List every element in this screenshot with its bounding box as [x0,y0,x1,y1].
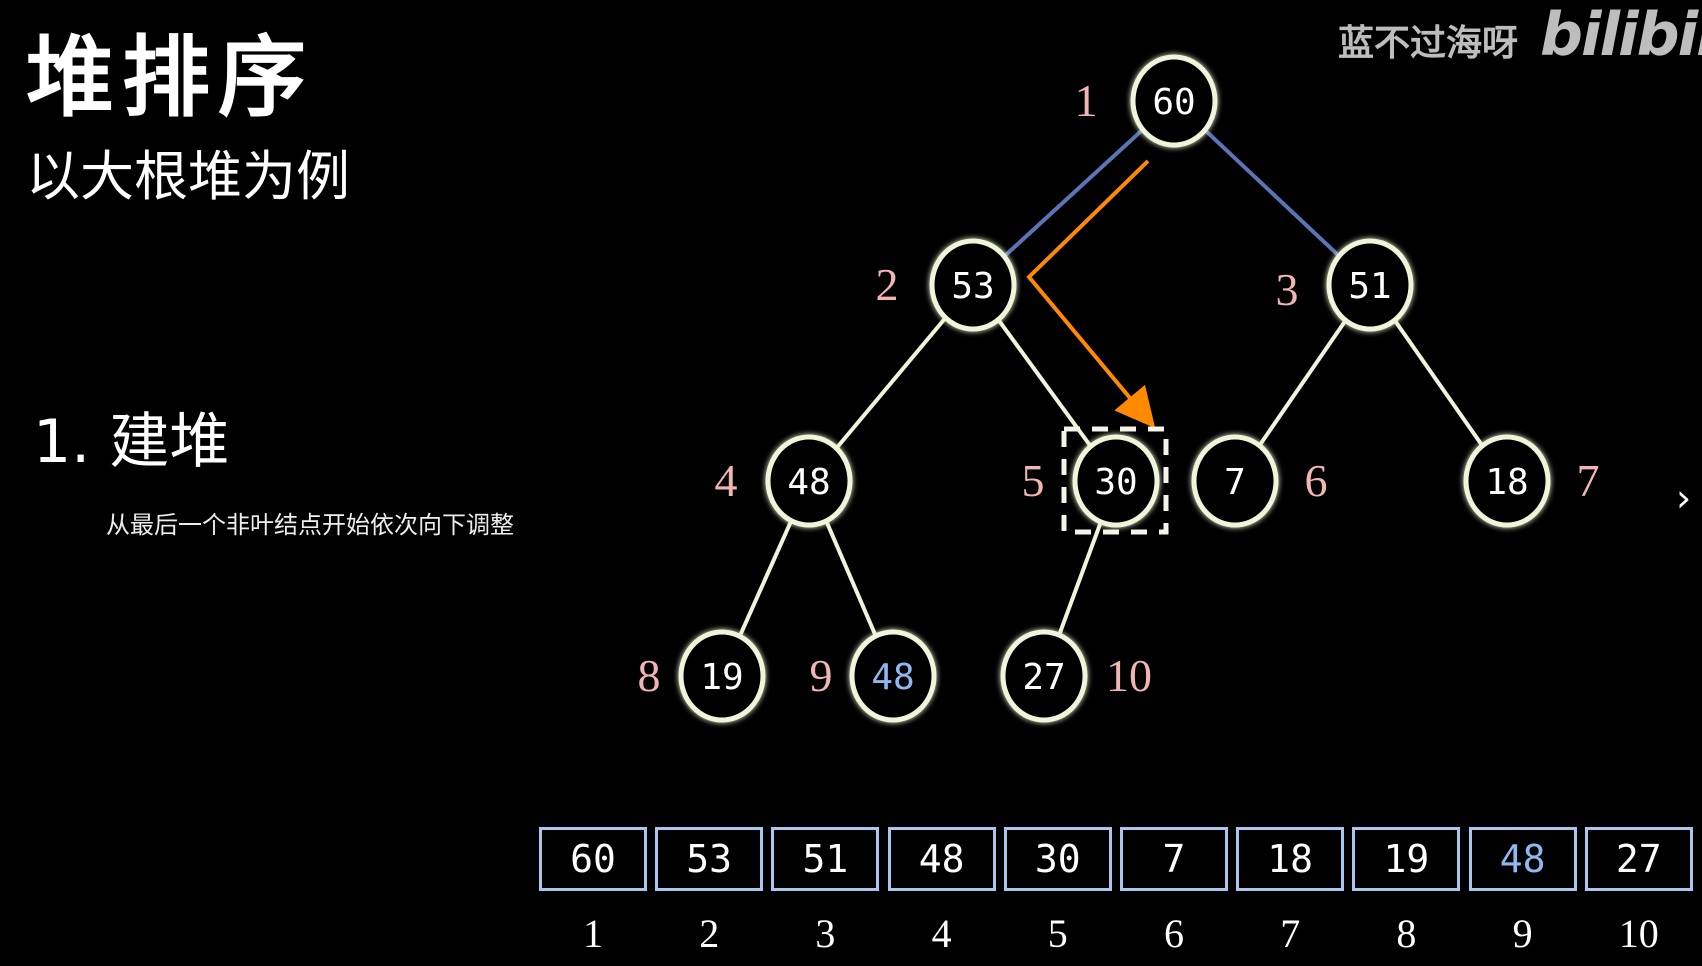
node-circle [678,629,766,723]
node-value: 48 [787,462,830,503]
array-cell: 53 [655,827,764,891]
node-circle [1326,238,1414,332]
node-index-label: 8 [638,650,661,701]
node-value: 18 [1485,462,1528,503]
array-cell: 48 [1468,827,1577,891]
tree-node: 48 4 [715,434,853,528]
tree-node: 48 9 [810,629,937,723]
tree-node: 30 5 [1022,434,1160,528]
node-value: 27 [1022,657,1065,698]
array-cell: 60 [539,827,647,891]
node-index-label: 9 [810,650,833,701]
step-description: 从最后一个非叶结点开始依次向下调整 [106,511,514,539]
node-value: 48 [871,657,914,698]
node-index-label: 7 [1577,455,1600,506]
selected-node-dashed-box [1061,426,1169,535]
array-index: 10 [1618,911,1659,956]
node-circle [1130,54,1218,148]
tree-node: 60 1 [1075,54,1218,148]
page-subtitle: 以大根堆为例 [26,145,350,208]
node-index-label: 6 [1305,455,1328,506]
array-cell: 51 [771,827,880,891]
node-circle [849,629,937,723]
node-circle [1191,434,1279,528]
node-circle [765,434,853,528]
tree-node: 27 10 [1000,629,1152,723]
node-circle [1000,629,1088,723]
watermark-author: 蓝不过海呀 [1338,23,1519,64]
sift-down-arrow [1026,159,1156,429]
node-value: 30 [1094,462,1137,503]
array-cell: 27 [1584,827,1693,891]
node-circle [1072,434,1160,528]
tree-edge [971,99,1176,287]
node-value: 19 [700,657,743,698]
page-title: 堆排序 [26,26,315,129]
node-index-label: 1 [1075,75,1098,126]
node-value: 51 [1348,266,1391,307]
array-index: 9 [1512,911,1533,956]
array-index: 5 [1047,911,1068,956]
node-value: 60 [1152,82,1195,123]
node-index-label: 2 [876,259,899,310]
node-index-label: 10 [1106,650,1152,701]
node-index-label: 3 [1276,264,1299,315]
node-value: 7 [1224,462,1246,503]
node-circle [929,238,1017,332]
array-cell: 48 [887,827,996,891]
node-value: 53 [951,266,994,307]
array-index: 4 [931,911,952,956]
step-heading: 1. 建堆 [33,407,230,477]
array-cell: 30 [1003,827,1112,891]
array-index: 7 [1280,911,1301,956]
node-index-label: 4 [715,455,738,506]
array-index: 1 [583,911,603,956]
array-index: 6 [1164,911,1184,956]
tree-node: 53 2 [876,238,1017,332]
array-index: 8 [1396,911,1417,956]
array-cell: 7 [1120,827,1228,891]
tree-node: 51 3 [1276,238,1414,332]
tree-node: 19 8 [638,629,766,723]
chevron-right-icon[interactable]: › [1676,476,1692,520]
node-index-label: 5 [1022,455,1045,506]
tree-node: 18 7 [1463,434,1600,528]
node-circle [1463,434,1551,528]
array-cell: 18 [1236,827,1345,891]
array-cell: 19 [1352,827,1461,891]
array-index: 2 [699,911,720,956]
bilibili-logo: bilibili [1540,0,1702,70]
array-index: 3 [815,911,836,956]
